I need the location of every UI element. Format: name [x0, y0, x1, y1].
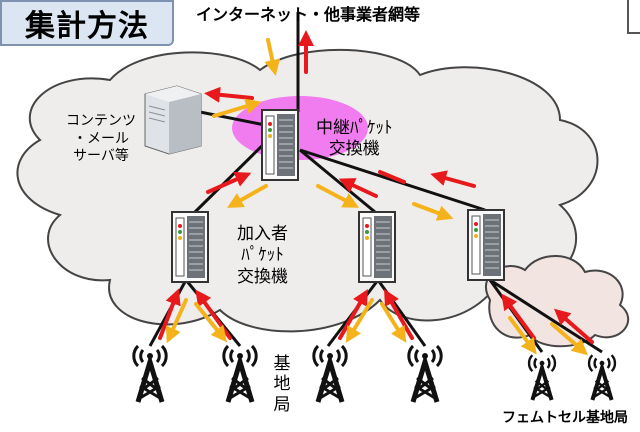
arrow-up-right-2 — [378, 170, 406, 184]
arrow-up-bs3 — [338, 289, 368, 340]
base-station-icon-2 — [224, 346, 256, 402]
arrow-down-bs1 — [165, 298, 188, 344]
arrow-up-femto1 — [501, 293, 536, 340]
arrow-down-femto2 — [550, 322, 589, 356]
arrow-down-bs4 — [380, 302, 407, 343]
subscriber-switch-label-line3: 交換機 — [237, 266, 288, 287]
base-station-icon-4 — [409, 346, 441, 402]
arrow-to-server — [204, 86, 254, 103]
arrow-up-mid — [338, 178, 378, 198]
subscriber-switch-label: 加入者 ﾊﾟｹｯﾄ 交換機 — [237, 224, 288, 288]
arrow-from-server — [212, 98, 262, 118]
arrow-up-left-1 — [206, 171, 252, 194]
arrow-down-mid — [316, 184, 360, 208]
arrow-down-bs2 — [194, 302, 228, 343]
subscriber-switch-label-line2: ﾊﾟｹｯﾄ — [241, 245, 284, 266]
femtocell-label: フェムトセル基地局 — [502, 410, 628, 426]
base-station-label: 基 地 局 — [272, 354, 292, 415]
content-server-label-line1: コンテンツ — [66, 113, 136, 129]
relay-switch-label: 中継ﾊﾟｹｯﾄ 交換機 — [316, 118, 393, 161]
base-station-label-char2: 地 — [273, 374, 291, 395]
subscriber-switch-icon-3 — [467, 209, 505, 281]
arrow-up-right — [430, 170, 476, 188]
arrow-up-bs4 — [384, 289, 414, 340]
arrow-down-left-1 — [227, 184, 268, 208]
page-title: 集計方法 — [0, 0, 174, 46]
subscriber-switch-icon-1 — [171, 211, 209, 283]
internet-label: インターネット・他事業者網等 — [196, 5, 421, 24]
arrow-up-femto2 — [553, 308, 594, 344]
subscriber-switch-label-line1: 加入者 — [237, 224, 288, 244]
femtocell-icon-1 — [529, 355, 555, 400]
relay-switch-label-line1: 中継ﾊﾟｹｯﾄ — [316, 118, 393, 138]
relay-switch-icon — [261, 109, 299, 181]
arrow-up-bs1 — [158, 288, 181, 340]
base-station-icon-3 — [314, 346, 346, 402]
content-server-label: コンテンツ ・メール サーバ等 — [66, 113, 136, 166]
content-server-icon — [144, 85, 202, 155]
relay-switch-label-line2: 交換機 — [328, 139, 380, 160]
content-server-label-line3: サーバ等 — [73, 148, 129, 164]
base-station-label-char3: 局 — [273, 394, 291, 415]
femtocell-icon-2 — [589, 355, 615, 400]
arrow-down-right — [412, 202, 454, 221]
arrow-down-bs3 — [345, 298, 374, 343]
base-station-icon-1 — [134, 346, 166, 402]
base-station-label-char1: 基 — [273, 354, 291, 374]
content-server-label-line2: ・メール — [73, 130, 129, 147]
arrow-down-internet — [264, 38, 281, 76]
subscriber-switch-icon-2 — [358, 211, 396, 283]
arrow-down-femto1 — [508, 316, 537, 355]
corner-frame — [627, 0, 640, 34]
